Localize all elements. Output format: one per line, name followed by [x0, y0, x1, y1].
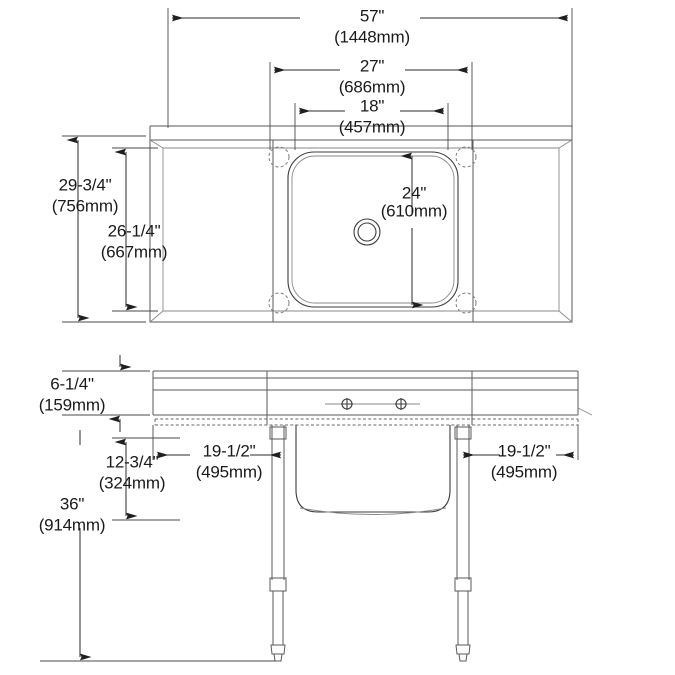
sink-bowl-outline	[287, 151, 459, 308]
front-right-apron-slope	[577, 407, 593, 416]
dim-label-right-drainboard-metric: (495mm)	[491, 462, 558, 481]
dim-label-overall-width-metric: (1448mm)	[334, 27, 410, 46]
dim-label-left-drainboard-imperial: 19-1/2"	[203, 441, 256, 460]
dim-label-inner-width-imperial: 18"	[360, 96, 385, 115]
dim-label-overall-height-imperial: 36"	[60, 494, 85, 513]
leg-left-foot-body	[270, 644, 286, 655]
top-plan-view	[149, 125, 573, 323]
front-elevation-view	[152, 370, 593, 662]
front-view-dimensions: 6-1/4" (159mm) 12-3/4" (324mm) 36" (914m…	[39, 355, 579, 662]
corner-miter-bl	[149, 310, 164, 323]
dim-label-inner-depth-metric: (667mm)	[101, 242, 168, 261]
drain-hole-inner	[357, 222, 377, 242]
corner-miter-br	[558, 310, 573, 323]
dim-label-bowl-depth-imperial: 24"	[402, 183, 427, 202]
leg-left-adjust-collar	[269, 577, 287, 592]
faucet-hole-left-crosshair	[341, 398, 353, 410]
corner-mounting-hole-tl	[268, 146, 290, 168]
dim-label-bowl-depth-side-metric: (324mm)	[99, 473, 166, 492]
leg-left-bullet-foot	[273, 653, 283, 662]
dim-label-right-drainboard-imperial: 19-1/2"	[498, 441, 551, 460]
dim-label-overall-width-imperial: 57"	[360, 6, 385, 25]
dim-label-bowl-width-imperial: 27"	[360, 56, 385, 75]
leg-left-top-collar	[269, 426, 287, 440]
corner-mounting-hole-br	[455, 292, 477, 314]
dim-label-bowl-width-metric: (686mm)	[339, 77, 406, 96]
dim-label-bowl-depth-metric: (610mm)	[381, 201, 448, 220]
faucet-hole-right-crosshair	[395, 398, 407, 410]
dim-label-inner-width-metric: (457mm)	[339, 117, 406, 136]
corner-miter-tr	[558, 139, 573, 149]
corner-mounting-hole-tr	[455, 146, 477, 168]
leg-right-top-collar	[454, 426, 472, 440]
bowl-bottom-curve	[299, 507, 447, 515]
dim-label-overall-height-metric: (914mm)	[39, 515, 106, 534]
leg-right-bullet-foot	[458, 653, 468, 662]
leg-right	[454, 425, 472, 662]
top-view-dimensions: 57" (1448mm) 27" (686mm) 18" (457mm) 29-…	[52, 6, 573, 323]
top-deck-outline	[149, 139, 573, 323]
dim-label-backsplash-imperial: 6-1/4"	[50, 374, 94, 393]
top-deck-inner-outline	[162, 147, 560, 312]
leg-right-adjust-collar	[454, 577, 472, 592]
dim-label-bowl-depth-side-imperial: 12-3/4"	[106, 452, 159, 471]
dim-label-overall-depth-metric: (756mm)	[52, 196, 119, 215]
sink-bowl-inner-outline	[291, 155, 455, 304]
corner-miter-tl	[149, 139, 164, 149]
dim-label-inner-depth-imperial: 26-1/4"	[108, 221, 161, 240]
drain-hole-outer	[353, 218, 381, 246]
dim-label-left-drainboard-metric: (495mm)	[196, 462, 263, 481]
dim-label-overall-depth-imperial: 29-3/4"	[59, 175, 112, 194]
leg-left	[269, 425, 287, 662]
corner-mounting-hole-bl	[268, 292, 290, 314]
dim-label-backsplash-metric: (159mm)	[39, 395, 106, 414]
leg-right-foot-body	[455, 644, 471, 655]
bowl-profile-outline	[295, 425, 451, 513]
